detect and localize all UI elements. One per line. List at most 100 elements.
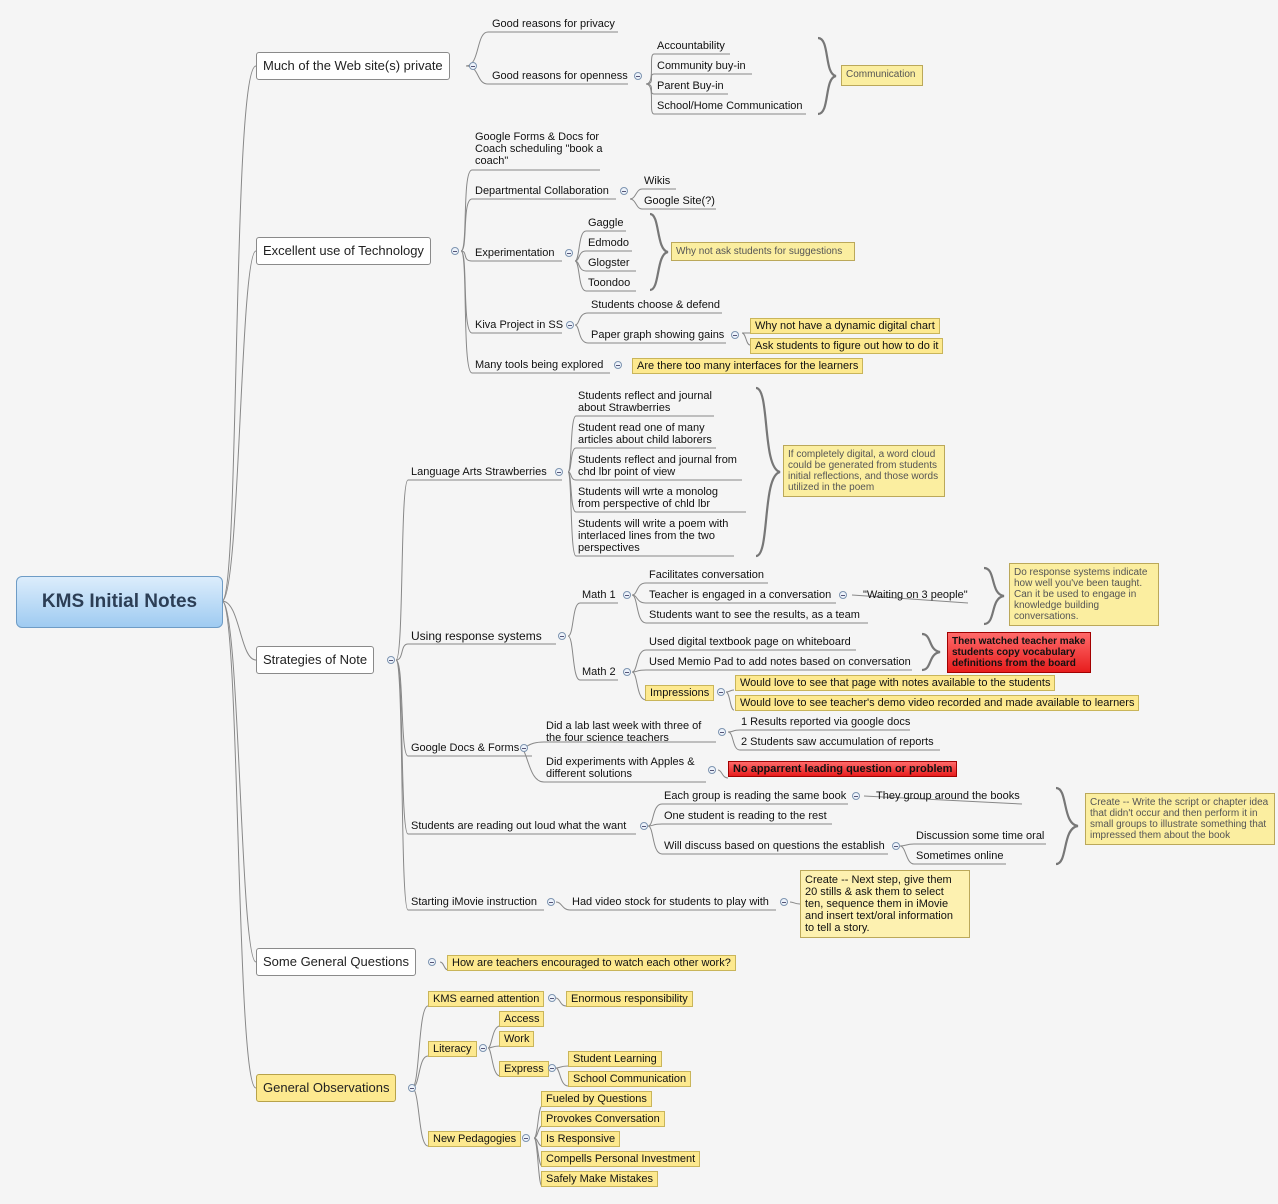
topic-impression-1[interactable]: Would love to see that page with notes a… bbox=[735, 675, 1056, 691]
topic-general-observations[interactable]: General Observations bbox=[256, 1074, 397, 1102]
collapse-toggle-icon[interactable] bbox=[387, 656, 395, 664]
topic-mistakes[interactable]: Safely Make Mistakes bbox=[541, 1171, 658, 1187]
topic-impressions[interactable]: Impressions bbox=[645, 685, 715, 701]
topic-google-site[interactable]: Google Site(?) bbox=[644, 195, 715, 207]
collapse-toggle-icon[interactable] bbox=[451, 247, 459, 255]
collapse-toggle-icon[interactable] bbox=[520, 744, 528, 752]
collapse-toggle-icon[interactable] bbox=[547, 898, 555, 906]
topic-dynamic-chart[interactable]: Why not have a dynamic digital chart bbox=[750, 318, 940, 334]
collapse-toggle-icon[interactable] bbox=[780, 898, 788, 906]
topic-express[interactable]: Express bbox=[499, 1061, 549, 1077]
topic-student-learning[interactable]: Student Learning bbox=[568, 1051, 662, 1067]
topic-work[interactable]: Work bbox=[499, 1031, 535, 1047]
topic-glogster[interactable]: Glogster bbox=[588, 257, 630, 269]
summary-ask-students[interactable]: Why not ask students for suggestions bbox=[671, 242, 855, 261]
topic-impression-2[interactable]: Would love to see teacher's demo video r… bbox=[735, 695, 1140, 711]
topic-kiva[interactable]: Kiva Project in SS bbox=[475, 319, 564, 331]
topic-video-stock[interactable]: Had video stock for students to play wit… bbox=[572, 896, 769, 908]
collapse-toggle-icon[interactable] bbox=[408, 1084, 416, 1092]
topic-one-student[interactable]: One student is reading to the rest bbox=[664, 810, 827, 822]
collapse-toggle-icon[interactable] bbox=[623, 591, 631, 599]
topic-imovie[interactable]: Starting iMovie instruction bbox=[411, 896, 537, 908]
topic-gaggle[interactable]: Gaggle bbox=[588, 217, 624, 229]
collapse-toggle-icon[interactable] bbox=[555, 468, 563, 476]
collapse-toggle-icon[interactable] bbox=[566, 321, 574, 329]
topic-textbook[interactable]: Used digital textbook page on whiteboard bbox=[649, 636, 851, 648]
collapse-toggle-icon[interactable] bbox=[731, 331, 739, 339]
topic-waiting[interactable]: "Waiting on 3 people" bbox=[863, 589, 968, 601]
topic-la-4[interactable]: Students will wrte a monolog from perspe… bbox=[578, 486, 719, 510]
collapse-toggle-icon[interactable] bbox=[548, 994, 556, 1002]
topic-new-pedagogies[interactable]: New Pedagogies bbox=[428, 1131, 522, 1147]
topic-general-questions[interactable]: Some General Questions bbox=[256, 948, 416, 976]
collapse-toggle-icon[interactable] bbox=[839, 591, 847, 599]
topic-provokes[interactable]: Provokes Conversation bbox=[541, 1111, 665, 1127]
topic-literacy[interactable]: Literacy bbox=[428, 1041, 477, 1057]
collapse-toggle-icon[interactable] bbox=[892, 842, 900, 850]
summary-create-script[interactable]: Create -- Write the script or chapter id… bbox=[1085, 793, 1275, 845]
topic-online[interactable]: Sometimes online bbox=[916, 850, 1004, 862]
topic-la-2[interactable]: Student read one of many articles about … bbox=[578, 422, 712, 446]
topic-same-book[interactable]: Each group is reading the same book bbox=[664, 790, 847, 802]
topic-imovie-create[interactable]: Create -- Next step, give them 20 stills… bbox=[800, 870, 970, 938]
collapse-toggle-icon[interactable] bbox=[718, 728, 726, 736]
topic-math-1[interactable]: Math 1 bbox=[582, 589, 616, 601]
topic-reading[interactable]: Students are reading out loud what the w… bbox=[411, 820, 627, 832]
topic-language-arts[interactable]: Language Arts Strawberries bbox=[411, 466, 547, 478]
topic-kms-attention[interactable]: KMS earned attention bbox=[428, 991, 545, 1007]
topic-math-2[interactable]: Math 2 bbox=[582, 666, 616, 678]
topic-access[interactable]: Access bbox=[499, 1011, 545, 1027]
topic-la-5[interactable]: Students will write a poem with interlac… bbox=[578, 518, 729, 554]
topic-encouraged[interactable]: How are teachers encouraged to watch eac… bbox=[447, 955, 736, 971]
collapse-toggle-icon[interactable] bbox=[479, 1044, 487, 1052]
topic-oral[interactable]: Discussion some time oral bbox=[916, 830, 1045, 842]
root-topic[interactable]: KMS Initial Notes bbox=[16, 576, 223, 628]
topic-openness[interactable]: Good reasons for openness bbox=[492, 70, 628, 82]
topic-memio[interactable]: Used Memio Pad to add notes based on con… bbox=[649, 656, 911, 668]
topic-toondoo[interactable]: Toondoo bbox=[588, 277, 631, 289]
collapse-toggle-icon[interactable] bbox=[708, 766, 716, 774]
collapse-toggle-icon[interactable] bbox=[558, 632, 566, 640]
collapse-toggle-icon[interactable] bbox=[469, 62, 477, 70]
collapse-toggle-icon[interactable] bbox=[717, 688, 725, 696]
topic-strategies[interactable]: Strategies of Note bbox=[256, 646, 375, 674]
summary-word-cloud[interactable]: If completely digital, a word cloud coul… bbox=[783, 445, 945, 497]
summary-communication[interactable]: Communication bbox=[841, 65, 923, 86]
topic-discuss[interactable]: Will discuss based on questions the esta… bbox=[664, 840, 885, 852]
topic-google-docs[interactable]: Google Docs & Forms bbox=[411, 742, 520, 754]
topic-parent[interactable]: Parent Buy-in bbox=[657, 80, 724, 92]
collapse-toggle-icon[interactable] bbox=[614, 361, 622, 369]
collapse-toggle-icon[interactable] bbox=[623, 668, 631, 676]
topic-lab[interactable]: Did a lab last week with three of the fo… bbox=[546, 720, 702, 744]
topic-privacy[interactable]: Good reasons for privacy bbox=[492, 18, 615, 30]
topic-departmental[interactable]: Departmental Collaboration bbox=[475, 185, 609, 197]
collapse-toggle-icon[interactable] bbox=[565, 249, 573, 257]
collapse-toggle-icon[interactable] bbox=[620, 187, 628, 195]
collapse-toggle-icon[interactable] bbox=[522, 1134, 530, 1142]
collapse-toggle-icon[interactable] bbox=[428, 958, 436, 966]
topic-figure-out[interactable]: Ask students to figure out how to do it bbox=[750, 338, 944, 354]
collapse-toggle-icon[interactable] bbox=[852, 792, 860, 800]
collapse-toggle-icon[interactable] bbox=[548, 1064, 556, 1072]
topic-la-3[interactable]: Students reflect and journal from chd lb… bbox=[578, 454, 737, 478]
topic-community[interactable]: Community buy-in bbox=[657, 60, 746, 72]
topic-many-tools[interactable]: Many tools being explored bbox=[475, 359, 604, 371]
topic-edmodo[interactable]: Edmodo bbox=[588, 237, 629, 249]
topic-paper-graph[interactable]: Paper graph showing gains bbox=[591, 329, 725, 341]
topic-too-many[interactable]: Are there too many interfaces for the le… bbox=[632, 358, 864, 374]
collapse-toggle-icon[interactable] bbox=[640, 822, 648, 830]
collapse-toggle-icon[interactable] bbox=[634, 72, 642, 80]
topic-compels[interactable]: Compells Personal Investment bbox=[541, 1151, 701, 1167]
topic-apples[interactable]: Did experiments with Apples & different … bbox=[546, 756, 695, 780]
topic-response-systems[interactable]: Using response systems bbox=[411, 629, 542, 643]
topic-engaged[interactable]: Teacher is engaged in a conversation bbox=[649, 589, 832, 601]
topic-see-results[interactable]: Students want to see the results, as a t… bbox=[649, 609, 860, 621]
topic-accountability[interactable]: Accountability bbox=[657, 40, 725, 52]
topic-fueled[interactable]: Fueled by Questions bbox=[541, 1091, 652, 1107]
topic-choose-defend[interactable]: Students choose & defend bbox=[591, 299, 721, 311]
topic-results[interactable]: 1 Results reported via google docs bbox=[741, 716, 911, 728]
topic-web-private[interactable]: Much of the Web site(s) private bbox=[256, 52, 450, 80]
topic-facilitates[interactable]: Facilitates conversation bbox=[649, 569, 764, 581]
topic-technology[interactable]: Excellent use of Technology bbox=[256, 237, 431, 265]
topic-wikis[interactable]: Wikis bbox=[644, 175, 671, 187]
